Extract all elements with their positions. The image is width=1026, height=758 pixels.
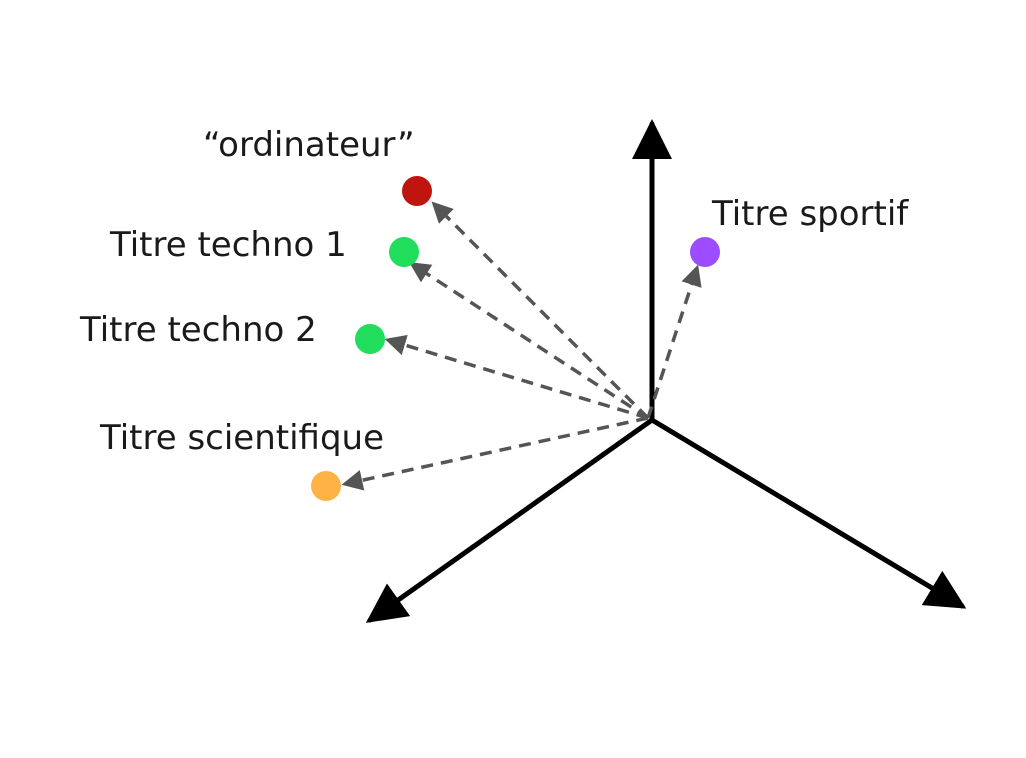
vector-techno1	[409, 262, 649, 420]
point-techno-2	[355, 324, 385, 354]
axis-left	[365, 417, 655, 623]
vector-ordinateur	[431, 201, 650, 420]
vector-techno2	[384, 334, 649, 420]
points	[311, 176, 720, 501]
label-techno-1: Titre techno 1	[109, 225, 347, 265]
labels: “ordinateur” Titre techno 1 Titre techno…	[79, 125, 909, 458]
axis-right	[649, 417, 967, 609]
point-sportif	[690, 237, 720, 267]
vectors	[341, 201, 702, 491]
point-ordinateur	[402, 176, 432, 206]
label-sportif: Titre sportif	[711, 194, 909, 234]
point-scientifique	[311, 471, 341, 501]
vector-sportif	[646, 264, 702, 419]
label-techno-2: Titre techno 2	[79, 310, 317, 350]
label-scientifique: Titre scientifique	[99, 418, 384, 458]
label-ordinateur: “ordinateur”	[203, 125, 415, 165]
point-techno-1	[389, 237, 419, 267]
vector-scientifique	[341, 416, 649, 491]
axes	[365, 119, 967, 623]
